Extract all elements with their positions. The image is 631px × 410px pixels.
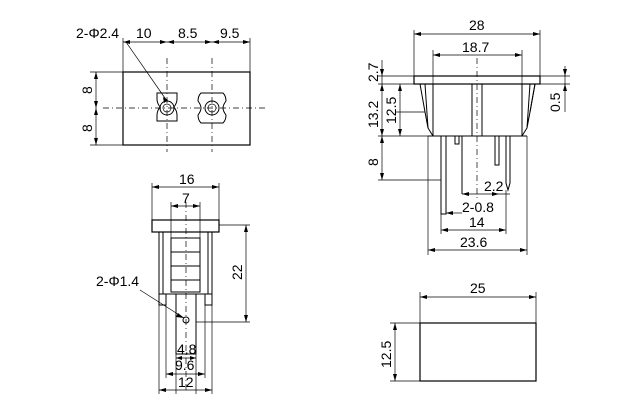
dim-8-side: 8 <box>365 158 381 166</box>
arrow <box>205 388 212 392</box>
dim-2-2: 2.2 <box>484 178 504 194</box>
side-view: 28 18.7 2.7 13.2 8 12.5 0.5 <box>365 17 570 255</box>
arrow <box>171 204 178 208</box>
left-pin-hole-inner <box>162 103 172 113</box>
arrow <box>414 32 421 36</box>
arrow <box>393 374 397 381</box>
bottom-body <box>158 231 213 295</box>
right-socket <box>197 92 227 124</box>
arrow <box>420 295 427 299</box>
arrow <box>176 313 184 318</box>
arrow <box>212 185 219 189</box>
dim-0-5: 0.5 <box>547 92 563 112</box>
arrow <box>190 356 196 360</box>
bottom-hole-label: 2-Φ1.4 <box>96 273 139 289</box>
arrow <box>533 32 540 36</box>
front-view: 10 8.5 9.5 2-Φ2.4 8 8 <box>76 25 268 152</box>
arrow <box>393 323 397 330</box>
arrow <box>212 40 219 44</box>
arrow <box>441 228 448 232</box>
dim-22: 22 <box>229 264 245 280</box>
arrow <box>398 84 402 91</box>
pin-left <box>440 136 447 215</box>
arrow <box>244 315 248 322</box>
arrow <box>398 129 402 136</box>
arrow <box>193 204 200 208</box>
arrow <box>462 192 469 196</box>
arrow <box>94 101 98 108</box>
front-hole-label: 2-Φ2.4 <box>76 25 119 41</box>
dim-9-6: 9.6 <box>175 357 195 373</box>
arrow <box>166 372 173 376</box>
arrow <box>499 228 506 232</box>
dim-23-6: 23.6 <box>460 234 487 250</box>
bottom-tab-right <box>204 294 213 306</box>
bottom-view: 16 7 22 2-Φ1.4 4.8 9.6 <box>96 171 250 394</box>
dim-2-0-8: 2-0.8 <box>462 199 494 215</box>
arrow <box>380 84 384 91</box>
side-latch-right <box>529 83 536 113</box>
bottom-flange <box>151 219 220 233</box>
dim-4-8: 4.8 <box>177 341 197 357</box>
arrow <box>529 295 536 299</box>
dim-12-5-cutout: 12.5 <box>378 341 394 368</box>
pin-tab-right <box>494 136 500 166</box>
side-body-outline <box>420 83 536 137</box>
arrow <box>163 97 168 103</box>
dim-18-7: 18.7 <box>462 39 489 55</box>
arrow <box>94 138 98 145</box>
arrow <box>515 53 522 57</box>
leader-line <box>139 289 185 319</box>
arrow <box>205 40 212 44</box>
left-socket <box>156 92 178 122</box>
cutout-view: 25 12.5 <box>378 280 537 382</box>
leader-line <box>125 41 168 102</box>
bottom-tab-left <box>158 294 167 306</box>
arrow <box>152 185 159 189</box>
dim-7: 7 <box>182 190 190 206</box>
arrow <box>243 40 250 44</box>
arrow <box>380 136 384 143</box>
arrow <box>520 248 527 252</box>
dim-12: 12 <box>178 374 194 390</box>
arrow <box>167 40 174 44</box>
arrow <box>380 173 384 180</box>
dim-9-5: 9.5 <box>220 25 240 41</box>
arrow <box>159 388 166 392</box>
arrow <box>123 40 130 44</box>
arrow <box>160 40 167 44</box>
dim-10: 10 <box>136 25 152 41</box>
arrow <box>380 129 384 136</box>
right-pin-hole <box>204 100 220 116</box>
dim-28: 28 <box>469 17 485 33</box>
arrow <box>244 225 248 232</box>
arrow <box>176 356 182 360</box>
arrow <box>446 211 453 215</box>
arrow <box>563 84 567 91</box>
arrow <box>94 72 98 79</box>
arrow <box>198 372 205 376</box>
arrow <box>428 248 435 252</box>
pin-tab-left <box>454 136 460 145</box>
bottom-inner <box>170 237 201 293</box>
dim-8-bottom: 8 <box>79 124 95 132</box>
arrow <box>563 69 567 76</box>
dim-13-2: 13.2 <box>365 101 381 128</box>
dim-8-top: 8 <box>79 86 95 94</box>
right-pin-hole-inner <box>207 103 217 113</box>
front-body <box>122 71 251 146</box>
dim-16: 16 <box>179 171 195 187</box>
arrow <box>380 69 384 76</box>
arrow <box>94 108 98 115</box>
dim-14: 14 <box>469 214 485 230</box>
pin-right <box>505 136 511 192</box>
panel-cutout <box>419 322 537 382</box>
dim-12-5-side: 12.5 <box>383 97 399 124</box>
dim-2-7: 2.7 <box>365 62 381 82</box>
dim-8-5: 8.5 <box>178 25 198 41</box>
dim-25: 25 <box>470 280 486 296</box>
arrow <box>433 53 440 57</box>
arrow <box>492 192 499 196</box>
